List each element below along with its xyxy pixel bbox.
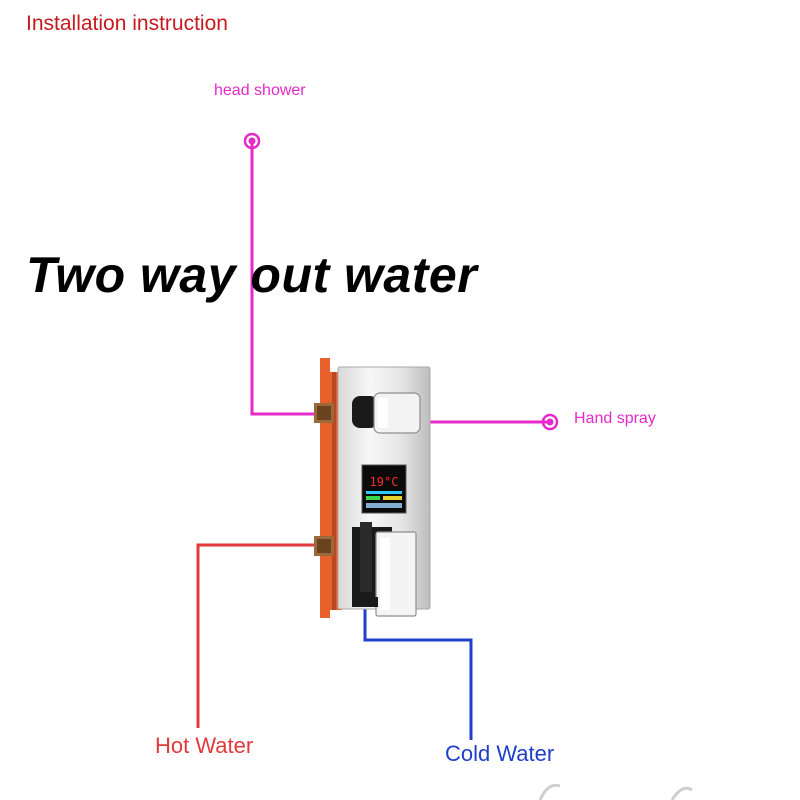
mixing-lever <box>352 522 417 617</box>
hand-spray-outlet-marker <box>541 413 559 431</box>
cold-water-pipe <box>363 595 473 740</box>
display-temperature: 19°C <box>370 475 399 489</box>
head-shower-pipe <box>243 132 318 416</box>
lower-fitting <box>314 536 334 556</box>
temperature-display: 19°C <box>361 464 407 514</box>
hot-water-pipe <box>196 543 318 728</box>
page-title: Installation instruction <box>26 12 228 35</box>
shower-mixer-valve: 19°C <box>314 358 431 618</box>
hand-spray-label: Hand spray <box>574 410 656 427</box>
headline: Two way out water <box>26 247 478 303</box>
head-shower-outlet-marker <box>243 132 261 150</box>
head-shower-label: head shower <box>214 82 306 99</box>
hand-spray-pipe <box>430 413 559 431</box>
partial-hose-fragment <box>670 786 693 800</box>
hot-water-label: Hot Water <box>155 733 254 758</box>
partial-hose-fragment <box>538 783 561 800</box>
cold-water-label: Cold Water <box>445 741 555 766</box>
diverter-knob <box>352 392 421 434</box>
upper-fitting <box>314 403 334 423</box>
